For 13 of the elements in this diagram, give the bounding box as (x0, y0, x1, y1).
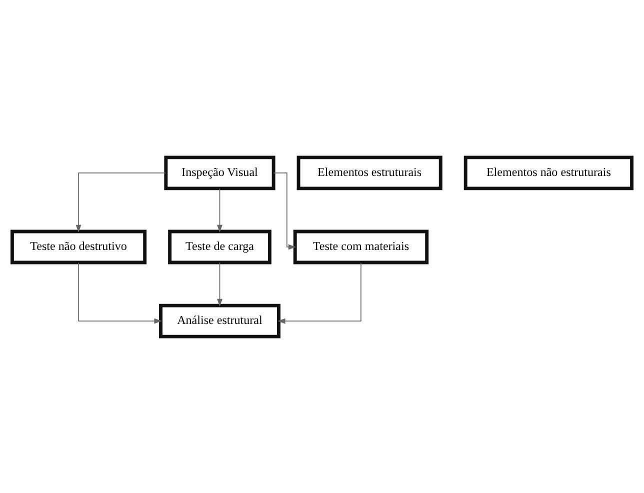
node-box: Teste com materiais (293, 229, 429, 264)
arrow (217, 188, 222, 232)
arrow (217, 262, 222, 306)
node-box: Elementos não estruturais (464, 155, 634, 190)
arrow (278, 262, 362, 324)
node-box: Inspeção Visual (164, 155, 276, 190)
node-box: Teste não destrutivo (10, 229, 147, 264)
node-box: Elementos estruturais (296, 155, 442, 190)
arrow (78, 262, 162, 324)
arrow (273, 172, 296, 250)
node-box: Análise estrutural (159, 303, 280, 338)
node-box: Teste de carga (168, 229, 272, 264)
arrow (76, 172, 166, 232)
